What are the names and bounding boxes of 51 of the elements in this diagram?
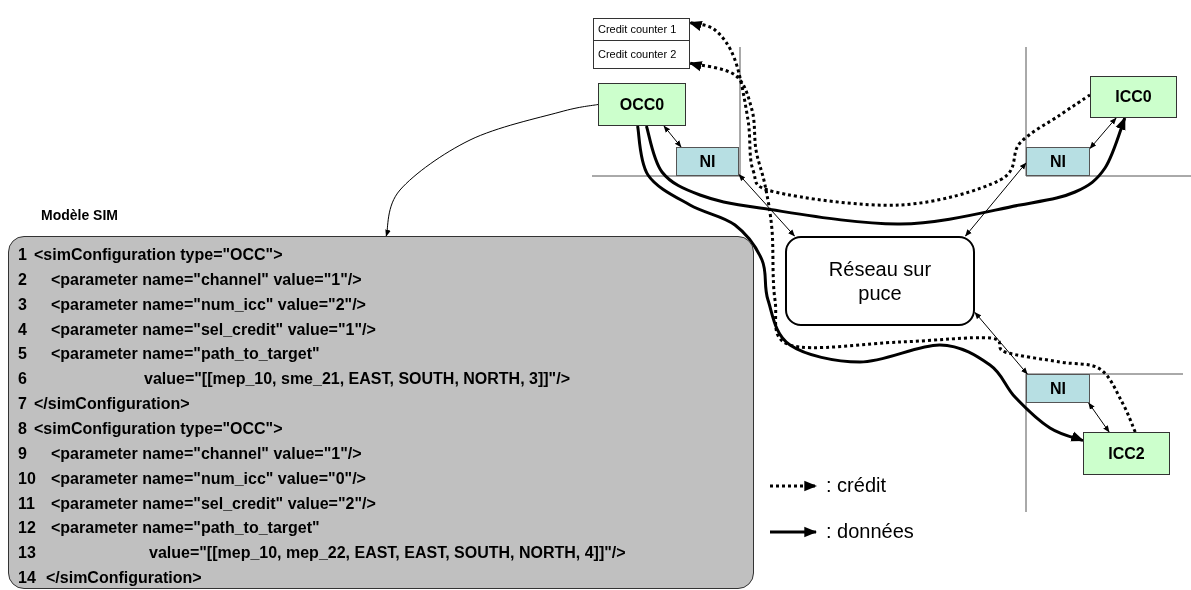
arrow [738,174,795,237]
counter-box: Credit counter 2 [593,40,690,69]
counter-box: Credit counter 1 [593,18,690,41]
line-number: 12 [18,518,36,539]
network-box: Réseau sur puce [785,236,975,326]
code-line: <parameter name="sel_credit" value="2"/> [51,493,376,514]
code-line: <parameter name="path_to_target" [51,344,320,365]
line-number: 10 [18,468,36,489]
code-line: </simConfiguration> [34,394,190,415]
interface-box: NI [676,147,739,176]
arrow [965,162,1027,237]
thick-arrow [644,116,1127,226]
interface-box: NI [1026,147,1090,176]
code-line: <parameter name="channel" value="1"/> [51,269,362,290]
panel-heading: Modèle SIM [41,207,118,224]
code-line: <parameter name="num_icc" value="2"/> [51,294,366,315]
interface-box: NI [1026,374,1090,403]
arrow [1089,117,1117,149]
line-number: 7 [18,394,27,415]
line-number: 9 [18,443,27,464]
line-number: 6 [18,369,27,390]
code-line: <parameter name="sel_credit" value="1"/> [51,319,376,340]
code-line: <simConfiguration type="OCC"> [34,418,283,439]
code-line: value="[[mep_10, mep_22, EAST, EAST, SOUTH, NORTH, 4]]"/> [149,543,626,564]
line-number: 11 [18,493,35,514]
code-line: <parameter name="num_icc" value="0"/> [51,468,366,489]
code-line: </simConfiguration> [46,568,202,589]
code-line: <simConfiguration type="OCC"> [34,245,283,265]
arrow [663,125,682,148]
dotted-arrow [688,20,1091,207]
code-line: <parameter name="channel" value="1"/> [51,443,362,464]
line-number: 4 [18,319,27,340]
arrow [384,104,599,237]
controller-box: ICC0 [1090,76,1177,118]
line-number: 2 [18,269,27,290]
legend-label: : données [826,520,914,543]
legend-label: : crédit [826,474,887,497]
arrow [974,311,1028,375]
line-number: 13 [18,543,36,564]
dotted-arrow [688,60,1137,433]
line-number: 1 [18,245,27,265]
controller-box: ICC2 [1083,432,1170,475]
line-number: 5 [18,344,27,365]
code-line: <parameter name="path_to_target" [51,518,320,539]
controller-box: OCC0 [598,83,686,126]
thick-arrow [636,125,1085,443]
line-number: 14 [18,568,36,589]
arrow [1088,402,1110,433]
line-number: 3 [18,294,27,315]
line-number: 8 [18,418,27,439]
code-line: value="[[mep_10, sme_21, EAST, SOUTH, NORTH, 3]]"/> [144,369,570,390]
